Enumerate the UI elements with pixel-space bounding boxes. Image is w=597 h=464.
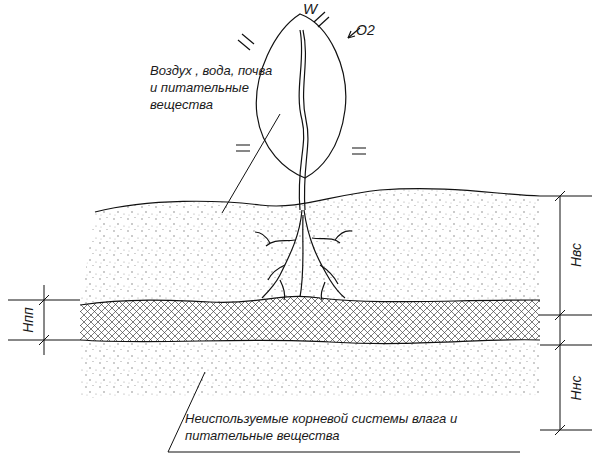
ground-surface — [95, 189, 540, 212]
leaf-vein — [299, 30, 304, 210]
leader-line — [168, 372, 520, 452]
leader-line — [222, 114, 280, 213]
layer-boundary — [80, 296, 540, 305]
root — [255, 232, 295, 246]
dimension-lines — [8, 191, 592, 435]
callout-note: Воздух , вода, почва и питательные вещес… — [150, 62, 275, 113]
root — [312, 231, 352, 243]
root-layer-hatch — [80, 296, 540, 343]
layer-boundary — [80, 340, 540, 344]
root — [280, 280, 325, 300]
root — [300, 215, 303, 297]
root — [268, 265, 338, 284]
lower-soil — [80, 340, 540, 398]
leaf-vein — [303, 30, 308, 210]
plant — [255, 14, 352, 300]
callout-note: Неиспользуемые корневой системы влага и … — [185, 410, 520, 444]
upper-soil — [80, 189, 540, 305]
dimension-label: Hвс — [568, 243, 585, 267]
flux-label: W — [303, 0, 317, 17]
gas-label: O2 — [356, 22, 375, 39]
sun-rays — [236, 12, 366, 154]
dimension-label: Hпп — [20, 307, 37, 333]
dimension-label: Hнс — [568, 376, 585, 401]
